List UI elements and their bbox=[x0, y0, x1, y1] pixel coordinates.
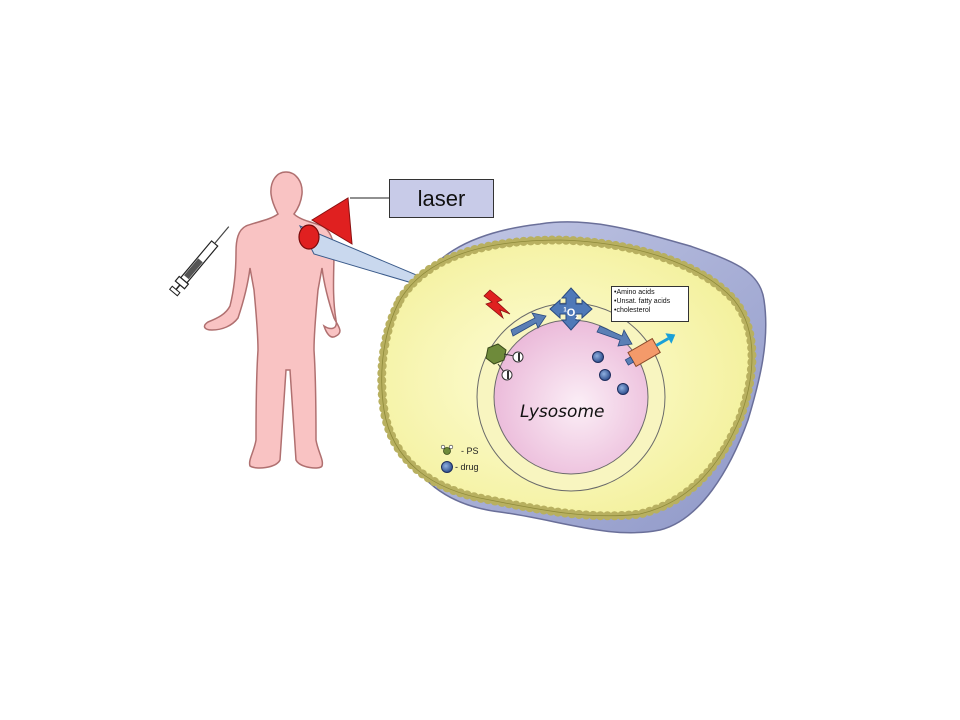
arrow-to-oxygen bbox=[510, 312, 547, 337]
laser-label: laser bbox=[417, 185, 466, 211]
legend-drug-icon bbox=[441, 461, 453, 473]
oxidation-targets-box: •Amino acids •Unsat. fatty acids •choles… bbox=[611, 286, 689, 322]
laser-emitter-icon bbox=[311, 197, 353, 245]
arrow-to-drug-release bbox=[596, 325, 633, 347]
target-item: •Amino acids bbox=[614, 289, 655, 296]
syringe-icon bbox=[168, 226, 230, 297]
drug-release-icon bbox=[624, 333, 676, 368]
legend-ps-label: - PS bbox=[461, 446, 479, 456]
light-activation-icon bbox=[483, 289, 511, 320]
singlet-oxygen-icon bbox=[549, 287, 593, 331]
drug-particle bbox=[599, 369, 611, 381]
singlet-oxygen-label: 1O2 bbox=[563, 307, 579, 322]
target-item: •Unsat. fatty acids bbox=[614, 298, 671, 305]
legend-ps-icon bbox=[440, 444, 454, 455]
membrane-outline bbox=[381, 239, 753, 517]
target-item: •cholesterol bbox=[614, 307, 651, 314]
legend-drug-label: - drug bbox=[455, 462, 479, 472]
tumor-spot bbox=[298, 224, 320, 250]
drug-particle bbox=[592, 351, 604, 363]
photosensitizer-molecule bbox=[485, 343, 524, 381]
laser-label-box: laser bbox=[389, 179, 494, 218]
lysosome-label: Lysosome bbox=[520, 402, 605, 422]
drug-particle bbox=[617, 383, 629, 395]
